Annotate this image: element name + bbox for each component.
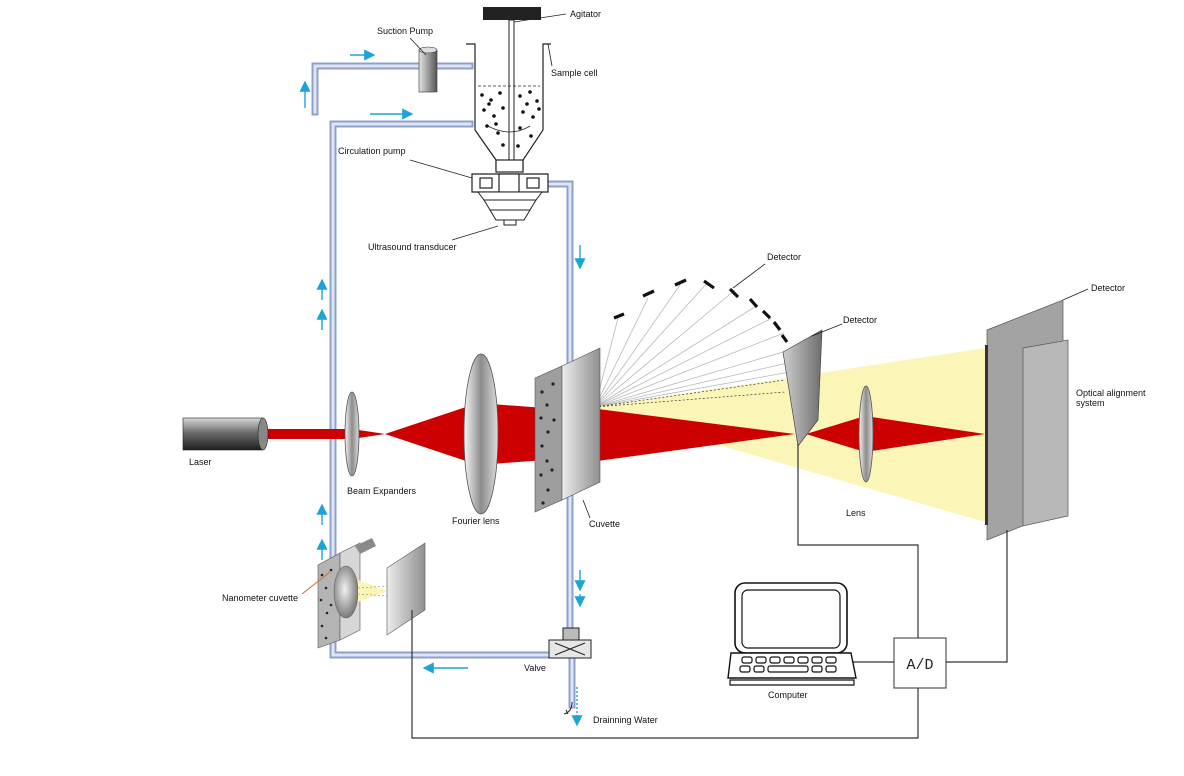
signal-wires — [411, 444, 1008, 739]
beam-expanders-label: Beam Expanders — [347, 486, 417, 496]
nanometer-cuvette — [301, 538, 426, 649]
circulation-pump-label: Circulation pump — [338, 146, 406, 156]
beam-expander-lens — [344, 391, 360, 477]
large-detector — [985, 299, 1069, 541]
scatter-rays — [594, 281, 793, 408]
valve-label: Valve — [524, 663, 546, 673]
drain-pipe — [563, 701, 573, 715]
ad-converter: A/D — [893, 637, 947, 689]
fourier-lens-label: Fourier lens — [452, 516, 500, 526]
laser-source — [182, 417, 269, 451]
optical-alignment-label-line2: system — [1076, 398, 1105, 408]
imaging-lens — [858, 385, 874, 483]
sample-particles — [480, 90, 541, 148]
circulation-pump-housing — [471, 159, 549, 193]
agitator-label: Agitator — [570, 9, 601, 19]
nanometer-cuvette-label: Nanometer cuvette — [222, 593, 298, 603]
lens-label: Lens — [846, 508, 866, 518]
fourier-lens — [463, 353, 499, 515]
laser-label: Laser — [189, 457, 212, 467]
computer-label: Computer — [768, 690, 808, 700]
agitator — [483, 7, 541, 161]
cuvette-label: Cuvette — [589, 519, 620, 529]
computer — [727, 582, 857, 686]
detector-large-label: Detector — [1091, 283, 1125, 293]
detector-arc-label: Detector — [767, 252, 801, 262]
circulation-pipes — [311, 62, 576, 709]
ad-converter-label: A/D — [906, 657, 933, 674]
cuvette — [534, 347, 601, 513]
suction-pump — [418, 46, 438, 93]
optical-alignment-label-line1: Optical alignment — [1076, 388, 1146, 398]
small-detector — [782, 329, 823, 447]
ultrasound-transducer — [477, 191, 543, 226]
valve — [548, 627, 592, 659]
flow-arrows — [299, 49, 586, 727]
labels: Agitator Suction Pump Sample cell Circul… — [189, 9, 1146, 725]
ultrasound-transducer-label: Ultrasound transducer — [368, 242, 457, 252]
detector-small-label: Detector — [843, 315, 877, 325]
suction-pump-label: Suction Pump — [377, 26, 433, 36]
laser-beam — [268, 403, 985, 465]
arc-detector-segments — [613, 278, 789, 343]
sample-cell-label: Sample cell — [551, 68, 598, 78]
draining-water-label: Drainning Water — [593, 715, 658, 725]
